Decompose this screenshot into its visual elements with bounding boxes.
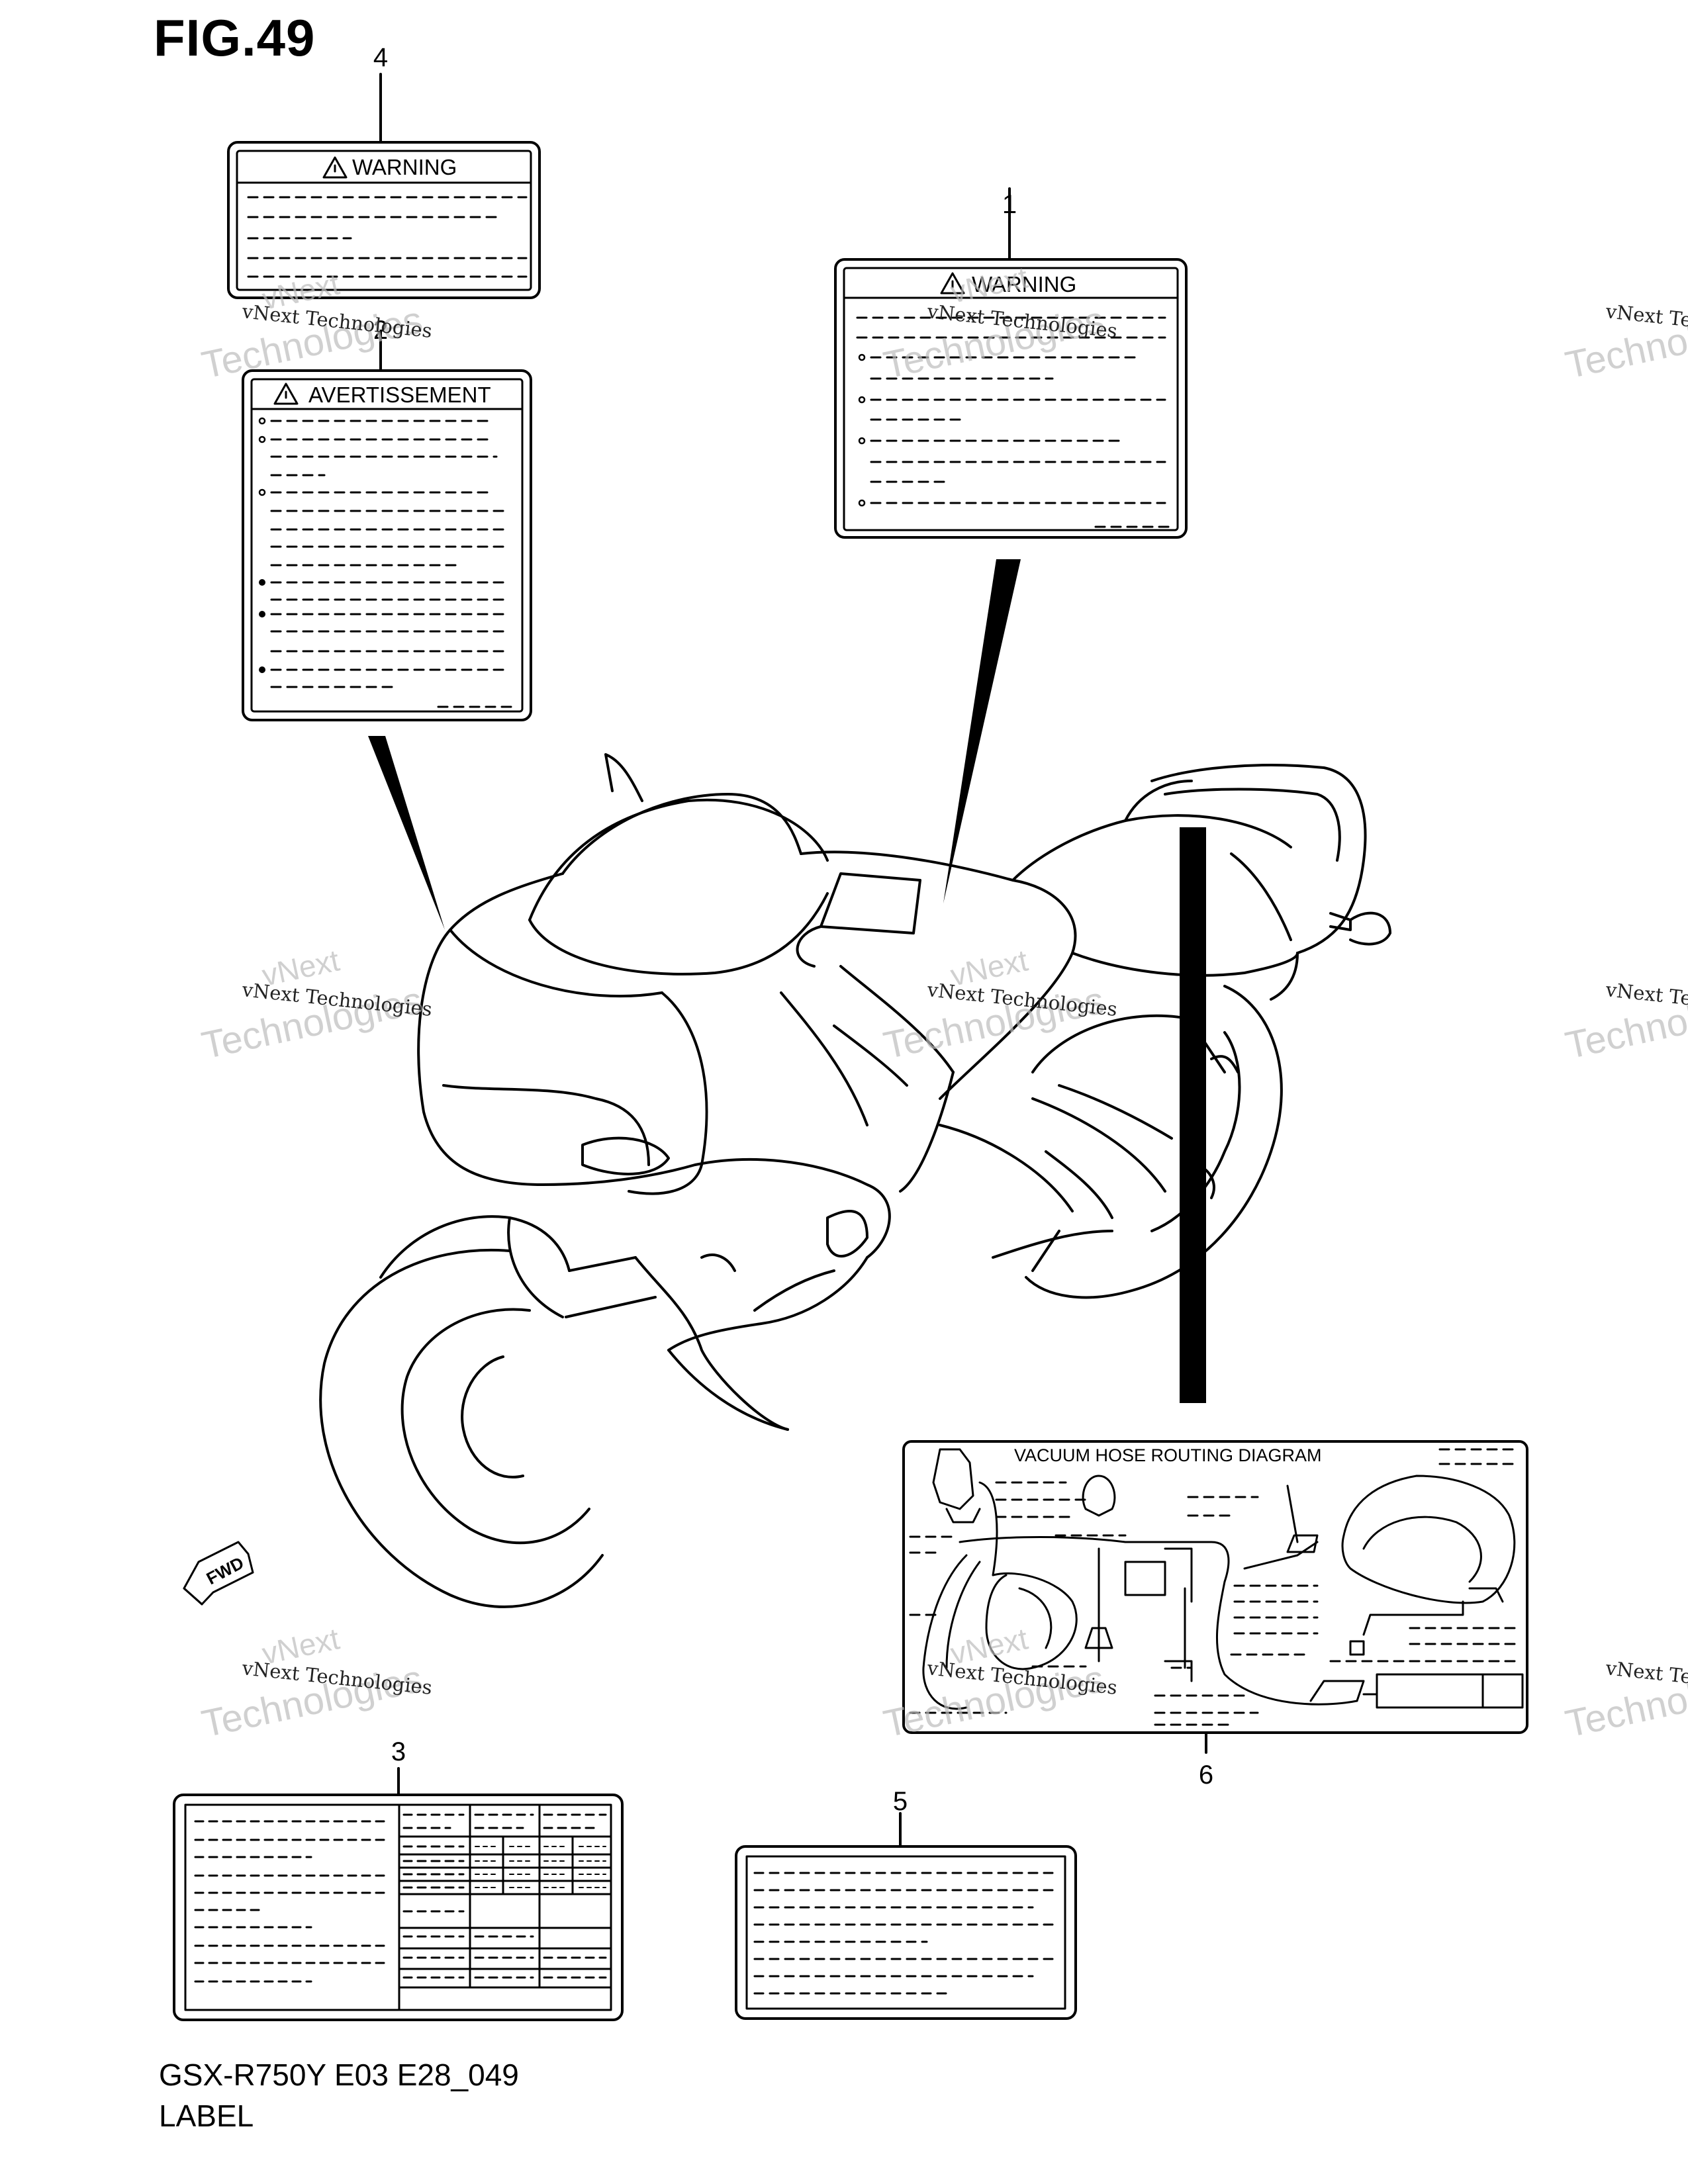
fwd-arrow-icon — [183, 1541, 254, 1606]
motorcycle-outline — [319, 753, 1391, 1608]
label-5[interactable] — [735, 1812, 1077, 2020]
callout-5: 5 — [893, 1787, 908, 1816]
callout-3: 3 — [391, 1737, 406, 1766]
label-3[interactable] — [173, 1767, 624, 2021]
callout-1: 1 — [1002, 190, 1017, 219]
callout-6: 6 — [1199, 1760, 1213, 1790]
label2-header: AVERTISSEMENT — [308, 383, 491, 407]
figure-title: FIG.49 — [154, 9, 316, 67]
callout-2: 2 — [373, 316, 388, 345]
label1-header: WARNING — [972, 272, 1076, 296]
label6-title: VACUUM HOSE ROUTING DIAGRAM — [1014, 1445, 1322, 1465]
label-2[interactable] — [242, 330, 532, 721]
label-4[interactable] — [227, 73, 541, 299]
label-6[interactable] — [902, 1440, 1528, 1734]
label4-header: WARNING — [352, 155, 457, 179]
figure-name: LABEL — [159, 2099, 254, 2133]
fwd-label: FWD — [203, 1553, 247, 1588]
callout-4: 4 — [373, 43, 388, 72]
label-1[interactable] — [834, 187, 1188, 539]
pointer-wedges — [368, 559, 1206, 1403]
figure-code: GSX-R750Y E03 E28_049 — [159, 2058, 519, 2092]
